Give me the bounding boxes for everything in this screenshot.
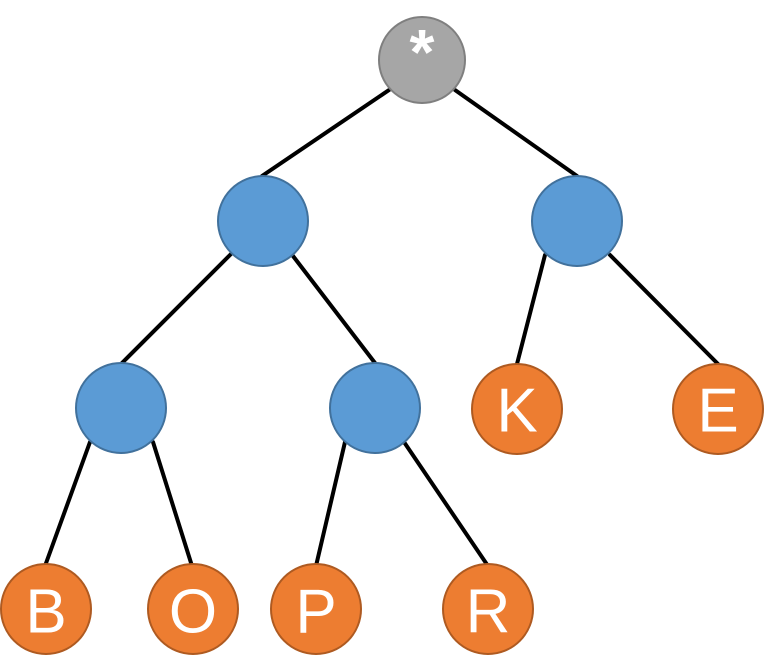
edge-ll-b xyxy=(43,440,92,568)
root-node-circle xyxy=(378,16,466,104)
leaf-node-r-circle xyxy=(442,563,534,655)
leaf-node-e-label: E xyxy=(697,377,738,446)
internal-node-left xyxy=(217,175,309,267)
leaf-node-o-label: O xyxy=(169,578,217,647)
leaf-node-e: E xyxy=(672,363,764,455)
edge-lr-p xyxy=(314,440,347,568)
leaf-node-p-circle xyxy=(270,563,362,655)
leaf-node-o: O xyxy=(147,563,239,655)
leaf-node-k: K xyxy=(471,363,563,455)
edge-lr-r xyxy=(402,440,490,568)
edge-right-e xyxy=(608,253,720,366)
edge-right-k xyxy=(515,253,547,366)
leaf-node-k-label: K xyxy=(496,377,537,446)
leaf-node-b-circle xyxy=(0,563,92,655)
internal-node-left-right xyxy=(329,362,421,454)
leaf-node-p-label: P xyxy=(295,578,336,647)
leaf-node-k-circle xyxy=(471,363,563,455)
internal-node-left-left xyxy=(75,362,167,454)
root-node-label: * xyxy=(410,16,435,88)
leaf-node-r: R xyxy=(442,563,534,655)
tree-edges xyxy=(43,86,720,568)
edge-ll-o xyxy=(151,440,194,568)
leaf-node-p: P xyxy=(270,563,362,655)
leaf-node-o-circle xyxy=(147,563,239,655)
leaf-node-e-circle xyxy=(672,363,764,455)
edge-left-leftleft xyxy=(120,251,234,365)
edge-left-leftright xyxy=(291,254,377,365)
root-node: * xyxy=(378,16,466,104)
edge-root-left xyxy=(260,86,394,178)
edge-root-right xyxy=(453,88,579,178)
internal-nodes xyxy=(75,175,623,454)
internal-node-right xyxy=(531,175,623,267)
leaf-node-b: B xyxy=(0,563,92,655)
leaf-node-r-label: R xyxy=(466,578,511,647)
leaf-node-b-label: B xyxy=(25,578,66,647)
